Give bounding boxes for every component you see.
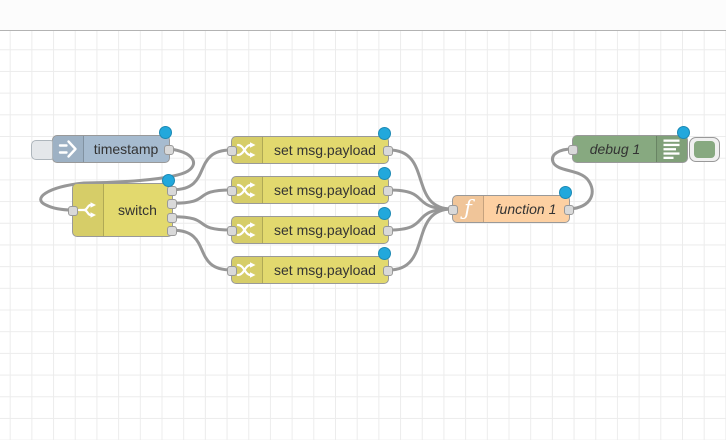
node-function1[interactable]: ƒ function 1 — [448, 186, 574, 223]
changed-indicator-dot — [677, 126, 690, 139]
input-port[interactable] — [227, 146, 237, 156]
input-port[interactable] — [448, 205, 458, 215]
input-port[interactable] — [227, 186, 237, 196]
node-label: switch — [118, 202, 157, 218]
node-switch1[interactable]: switch — [68, 174, 177, 237]
node-label: function 1 — [495, 201, 557, 217]
changed-indicator-dot — [378, 207, 391, 220]
changed-indicator-dot — [378, 167, 391, 180]
input-port[interactable] — [227, 226, 237, 236]
output-port-2[interactable] — [167, 212, 177, 223]
node-label: set msg.payload — [274, 262, 376, 278]
change-shuffle-icon — [232, 257, 263, 283]
wire-switch1-to-change3[interactable] — [171, 215, 233, 232]
wire-change4-to-function1[interactable] — [387, 207, 454, 272]
output-port-0[interactable] — [164, 145, 174, 155]
output-port-1[interactable] — [167, 199, 177, 210]
wire-inject1-to-switch1[interactable] — [39, 147, 195, 212]
changed-indicator-dot — [378, 247, 391, 260]
switch-fork-icon — [73, 184, 104, 236]
change-shuffle-icon — [232, 177, 263, 203]
node-debug1[interactable]: debug 1 — [568, 126, 720, 163]
node-label: set msg.payload — [274, 142, 376, 158]
debug-toggle-button[interactable] — [689, 137, 720, 162]
wire-change3-to-function1[interactable] — [387, 207, 454, 232]
output-port-0[interactable] — [383, 266, 393, 276]
change-shuffle-icon — [232, 137, 263, 163]
node-change4[interactable]: set msg.payload — [227, 247, 393, 284]
wire-function1-to-debug1[interactable] — [550, 147, 594, 211]
output-port-0[interactable] — [383, 226, 393, 236]
debug-toggle-button-face — [694, 141, 715, 158]
wire-switch1-to-change1[interactable] — [171, 148, 233, 192]
debug-lines-icon — [656, 136, 687, 162]
inject-button[interactable] — [31, 140, 53, 160]
node-change3[interactable]: set msg.payload — [227, 207, 393, 244]
changed-indicator-dot — [559, 186, 572, 199]
inject-arrow-icon — [53, 136, 84, 162]
node-label: timestamp — [93, 141, 159, 157]
changed-indicator-dot — [159, 126, 172, 139]
function-icon: ƒ — [453, 196, 484, 222]
node-label: set msg.payload — [274, 182, 376, 198]
node-label: debug 1 — [589, 141, 641, 157]
workspace-top-strip — [0, 0, 726, 31]
wire-switch1-to-change4[interactable] — [171, 228, 233, 272]
node-change2[interactable]: set msg.payload — [227, 167, 393, 204]
input-port[interactable] — [227, 266, 237, 276]
node-change1[interactable]: set msg.payload — [227, 127, 393, 164]
output-port-0[interactable] — [383, 186, 393, 196]
output-port-0[interactable] — [383, 146, 393, 156]
node-label: set msg.payload — [274, 222, 376, 238]
changed-indicator-dot — [162, 174, 175, 187]
wire-change1-to-function1[interactable] — [387, 148, 454, 211]
wire-change2-to-function1[interactable] — [387, 188, 454, 211]
change-shuffle-icon — [232, 217, 263, 243]
wire-switch1-to-change2[interactable] — [171, 188, 233, 205]
node-inject1[interactable]: timestamp — [31, 126, 174, 163]
input-port[interactable] — [68, 206, 78, 216]
output-port-0[interactable] — [564, 205, 574, 215]
output-port-3[interactable] — [167, 226, 177, 237]
input-port[interactable] — [568, 145, 578, 155]
output-port-0[interactable] — [167, 185, 177, 196]
changed-indicator-dot — [378, 127, 391, 140]
